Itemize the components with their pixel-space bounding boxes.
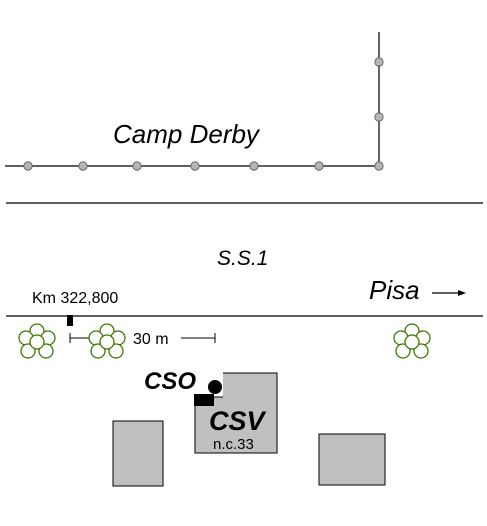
tree-icon	[88, 323, 126, 359]
csv-building	[194, 372, 278, 454]
camp-derby-label: Camp Derby	[113, 119, 261, 149]
building-west	[112, 420, 164, 487]
camp-fence	[5, 32, 384, 171]
fence-post-icon	[374, 57, 384, 67]
tree-icon	[393, 323, 431, 359]
csv-marker	[194, 394, 214, 406]
fence-post-icon	[132, 161, 142, 171]
fence-post-icon	[249, 161, 259, 171]
station-dot-icon	[208, 380, 222, 394]
scale-label: 30 m	[133, 331, 169, 348]
km-marker-post	[67, 315, 73, 326]
tree-icon	[18, 323, 56, 359]
road-name-label: S.S.1	[217, 247, 268, 270]
fence-post-icon	[190, 161, 200, 171]
fence-post-icon	[314, 161, 324, 171]
fence-post-icon	[374, 112, 384, 122]
arrow-right-icon	[432, 290, 466, 296]
pisa-label: Pisa	[369, 275, 420, 305]
fence-post-icon	[374, 161, 384, 171]
civic-number-label: n.c.33	[213, 436, 254, 453]
fence-post-icon	[78, 161, 88, 171]
km-marker-label: Km 322,800	[32, 290, 118, 307]
cso-label: CSO	[144, 368, 196, 395]
building-east	[318, 433, 386, 486]
fence-post-icon	[23, 161, 33, 171]
csv-label: CSV	[209, 406, 267, 436]
